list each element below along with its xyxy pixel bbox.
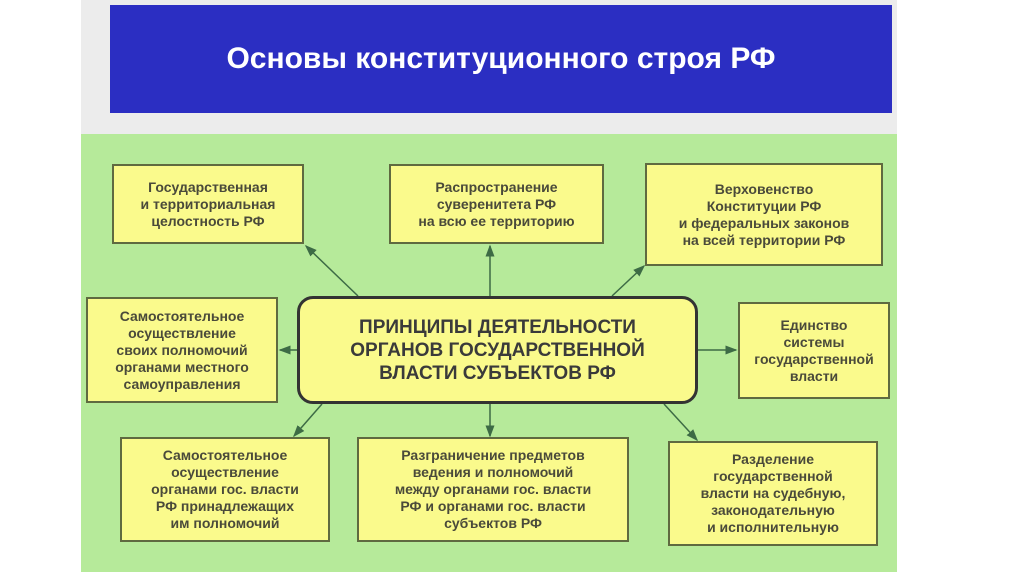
central-principles-box: ПРИНЦИПЫ ДЕЯТЕЛЬНОСТИ ОРГАНОВ ГОСУДАРСТВ… xyxy=(297,296,698,404)
arrow-to-integrity xyxy=(304,244,359,297)
title-banner: Основы конституционного строя РФ xyxy=(110,5,892,113)
slide-title: Основы конституционного строя РФ xyxy=(226,42,776,75)
arrow-to-own-powers xyxy=(293,403,323,438)
principle-box-own-powers: Самостоятельное осуществление органами г… xyxy=(120,437,330,542)
principle-box-unity: Единство системы государственной власти xyxy=(738,302,890,399)
principle-box-sovereignty: Распространение суверенитета РФ на всю е… xyxy=(389,164,604,244)
principle-box-delimitation: Разграничение предметов ведения и полном… xyxy=(357,437,629,542)
arrow-to-separation xyxy=(663,403,699,442)
arrow-to-supremacy xyxy=(611,264,646,297)
principle-box-separation: Разделение государственной власти на суд… xyxy=(668,441,878,546)
principle-box-local-self-government: Самостоятельное осуществление своих полн… xyxy=(86,297,278,403)
principle-box-supremacy: Верховенство Конституции РФ и федеральны… xyxy=(645,163,883,266)
principle-box-integrity: Государственная и территориальная целост… xyxy=(112,164,304,244)
